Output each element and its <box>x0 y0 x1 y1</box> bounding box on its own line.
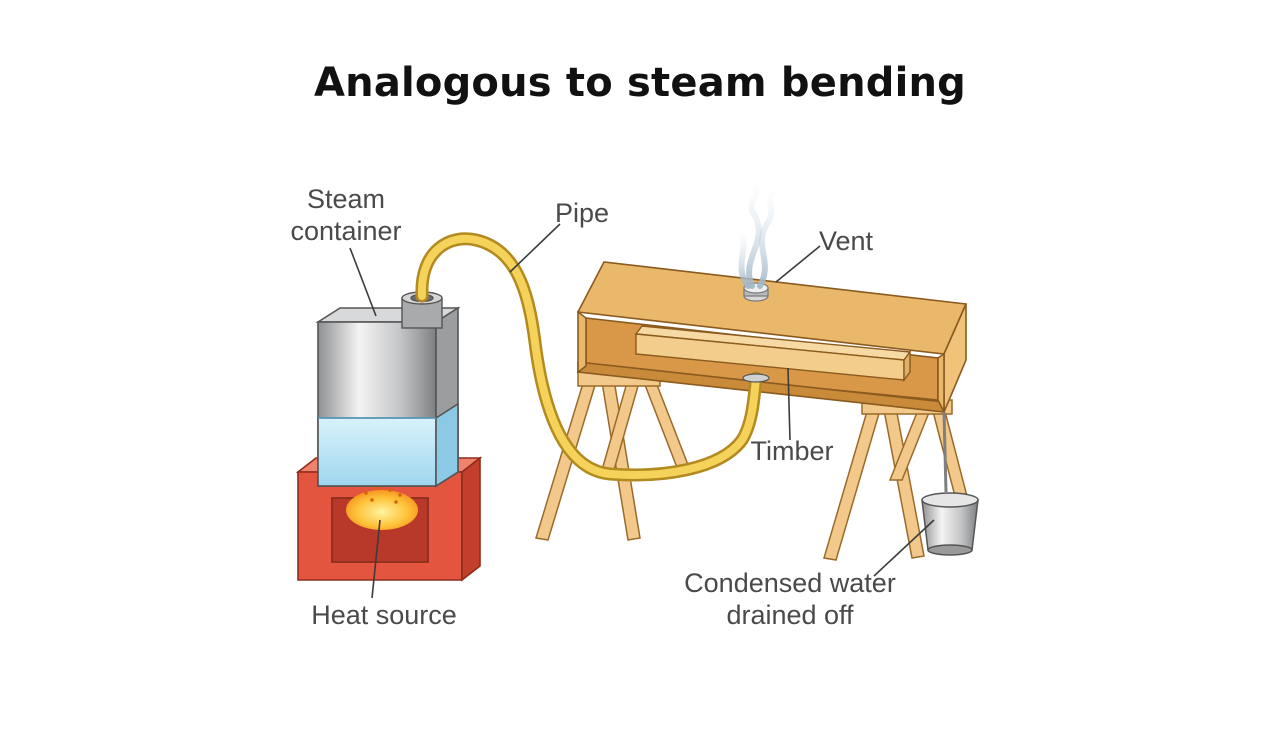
label-condensed-line1: Condensed water <box>684 568 896 598</box>
label-vent: Vent <box>819 226 874 256</box>
pipe-connector <box>742 373 770 383</box>
label-condensed-line2: drained off <box>726 600 854 630</box>
steam-container-leader <box>349 247 377 317</box>
bucket <box>921 492 979 556</box>
timber-leader <box>787 367 791 441</box>
label-heat-source: Heat source <box>311 600 457 630</box>
flame <box>346 486 418 530</box>
drip-line <box>942 411 948 493</box>
label-steam-container-line1: Steam <box>307 184 385 214</box>
pipe <box>415 232 763 482</box>
steam-container <box>315 306 461 488</box>
vent-leader <box>775 245 821 283</box>
pipe-leader <box>509 223 561 273</box>
timber <box>634 325 912 383</box>
heat-source-leader <box>371 519 381 599</box>
steam-plume <box>738 185 775 289</box>
label-pipe: Pipe <box>555 198 609 228</box>
label-steam-container-line2: container <box>290 216 401 246</box>
label-timber: Timber <box>750 436 833 466</box>
condensed-water-leader <box>873 519 935 577</box>
diagram-title: Analogous to steam bending <box>313 60 967 106</box>
left-sawhorse <box>535 371 692 541</box>
